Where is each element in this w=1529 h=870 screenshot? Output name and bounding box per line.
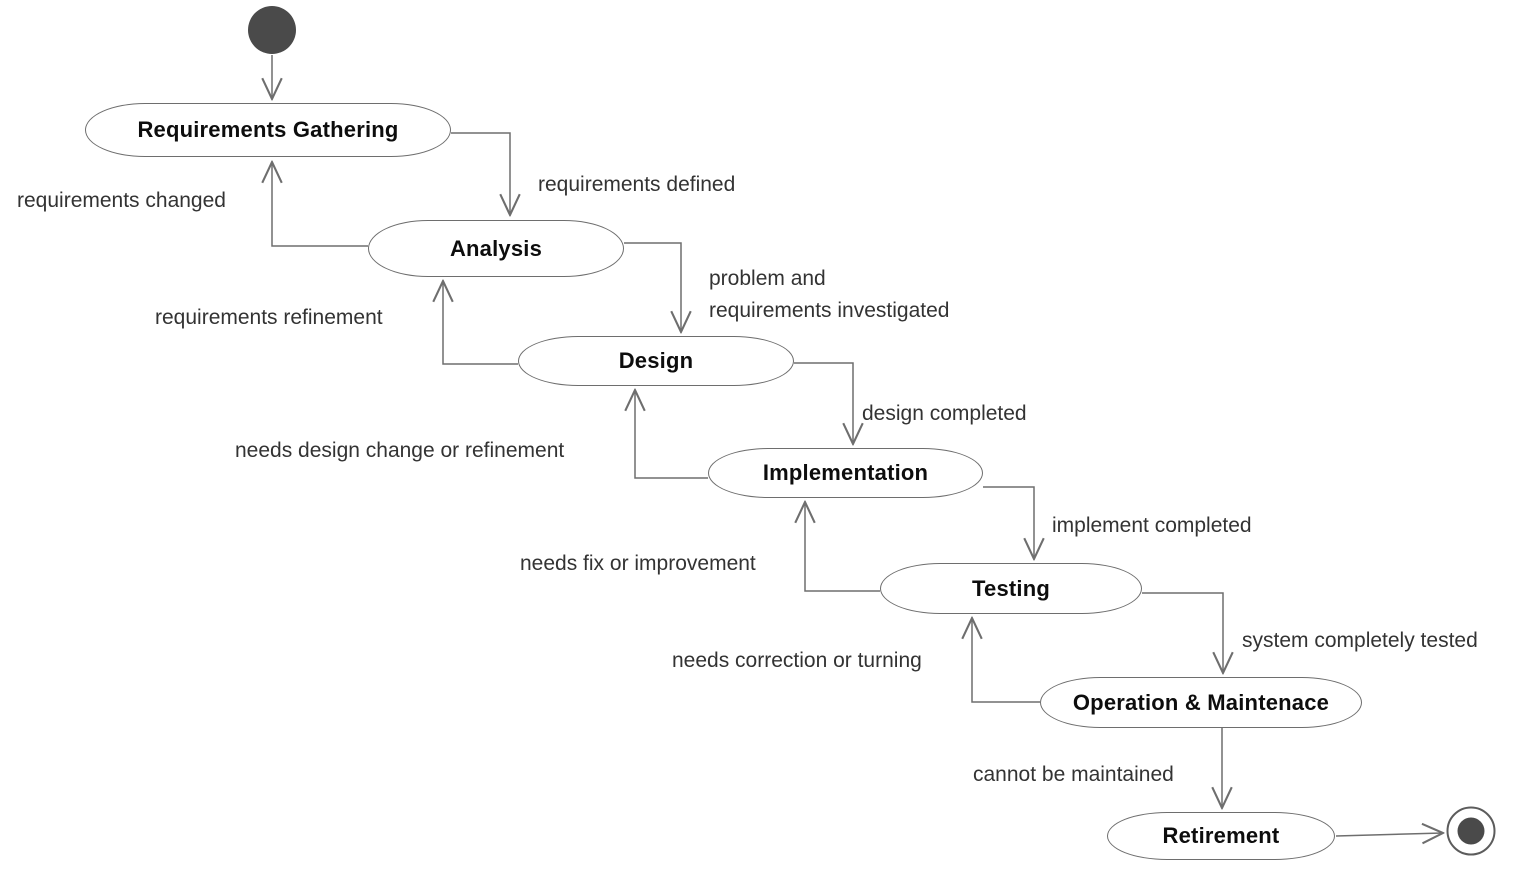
transition-requirements-refinement: [443, 281, 518, 365]
transition-design-completed: [794, 362, 853, 444]
transition-label-needs-design-change: needs design change or refinement: [235, 439, 565, 462]
transition-label-needs-fix: needs fix or improvement: [520, 552, 756, 575]
transition-label-needs-correction: needs correction or turning: [672, 649, 922, 672]
state-operation-maintenance: Operation & Maintenace: [1040, 677, 1362, 728]
transition-label-requirements-refinement: requirements refinement: [155, 306, 383, 329]
state-label: Testing: [972, 575, 1050, 601]
state-analysis: Analysis: [368, 220, 624, 277]
transition-label-cannot-be-maintained: cannot be maintained: [973, 763, 1174, 786]
state-label: Design: [618, 348, 694, 373]
state-label: Operation & Maintenace: [1072, 689, 1330, 715]
transition-problem-and-requirements-investigated: [624, 242, 681, 332]
state-label: Requirements Gathering: [137, 117, 399, 142]
state-retirement: Retirement: [1107, 812, 1335, 860]
transition-needs-design-change: [635, 390, 708, 479]
final-state-node-inner-dot: [1457, 817, 1485, 845]
initial-state-node: [248, 6, 296, 54]
transition-label-problem-investigated: problem and requirements investigated: [709, 267, 950, 322]
state-implementation: Implementation: [708, 448, 983, 498]
transition-label-requirements-defined: requirements defined: [538, 173, 736, 196]
transition-needs-fix-or-improvement: [805, 502, 880, 592]
state-label: Implementation: [762, 460, 929, 485]
transition-label-design-completed: design completed: [862, 402, 1027, 425]
transition-label-requirements-changed: requirements changed: [17, 189, 226, 212]
state-label: Analysis: [449, 235, 543, 261]
state-requirements-gathering: Requirements Gathering: [85, 103, 451, 157]
transition-retirement-to-end: [1335, 833, 1443, 836]
transition-needs-correction-or-turning: [972, 618, 1040, 703]
transition-requirements-defined: [451, 132, 510, 215]
transition-label-implement-completed: implement completed: [1052, 514, 1252, 537]
transition-label-system-tested: system completely tested: [1242, 629, 1478, 652]
state-testing: Testing: [880, 563, 1142, 614]
transition-requirements-changed: [272, 162, 368, 247]
transition-implement-completed: [983, 486, 1034, 559]
transition-system-completely-tested: [1142, 592, 1223, 673]
state-label: Retirement: [1162, 823, 1280, 848]
state-design: Design: [518, 336, 794, 386]
